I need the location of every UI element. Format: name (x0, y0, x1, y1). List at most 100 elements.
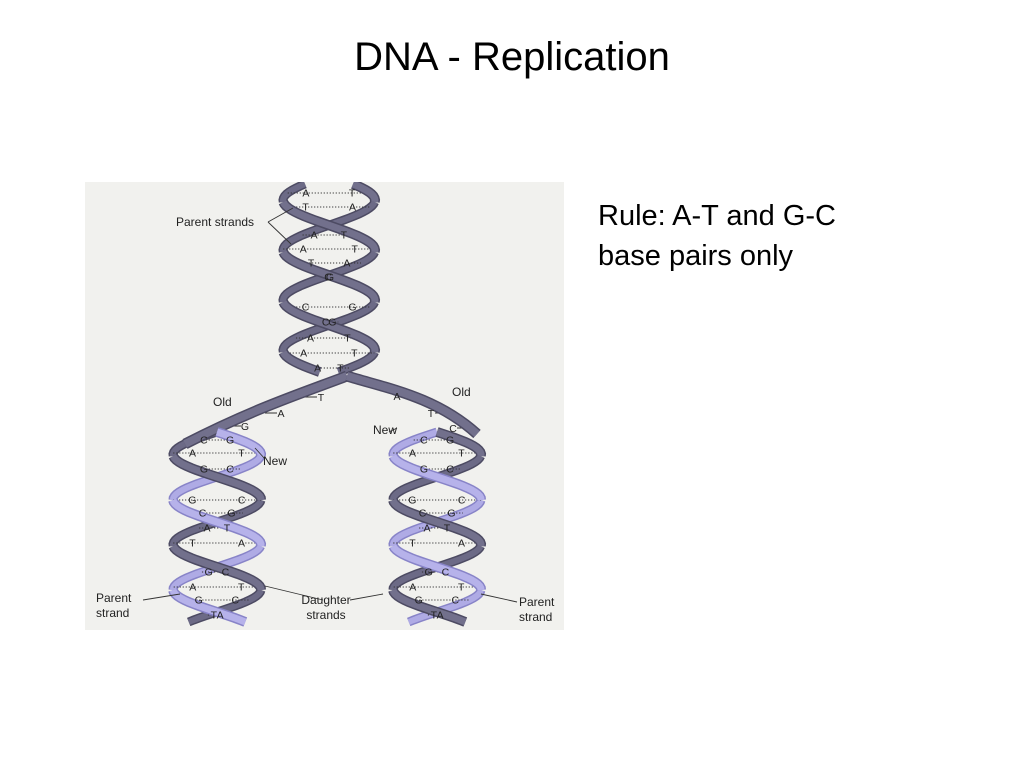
parent-strand-label-right-line-0: Parent (519, 595, 555, 609)
right-daughter-base-left-8: A (409, 582, 416, 594)
left-daughter-base-right-10: A (217, 610, 224, 622)
parent-strands-label: Parent strands (176, 215, 254, 229)
top-base-right-6: G (348, 302, 356, 314)
right-daughter-base-left-0: C (420, 435, 428, 447)
top-base-left-3: A (300, 244, 307, 256)
top-base-right-1: A (349, 202, 356, 214)
label-leader-lines (142, 207, 518, 603)
left-daughter-base-left-6: T (189, 538, 196, 550)
top-base-right-4: A (343, 258, 350, 270)
fork-right-base-2: C (449, 423, 457, 435)
left-daughter-strand-b-ribbon-4 (169, 588, 247, 626)
fork-left-base-0: T (318, 392, 325, 404)
slide-title: DNA - Replication (354, 35, 670, 79)
fork-arm-right-old-ribbon (345, 372, 480, 437)
new-strand-label-right: New (373, 423, 397, 437)
right-daughter-base-right-8: T (458, 582, 465, 594)
left-daughter-base-right-4: G (227, 508, 235, 520)
leader-line-0 (267, 207, 294, 223)
left-daughter-base-right-6: A (238, 538, 245, 550)
right-daughter-strand-b-ribbon-0 (435, 428, 485, 457)
left-daughter-base-left-1: A (189, 448, 196, 460)
left-daughter-base-left-3: G (188, 495, 196, 507)
top-base-left-4: T (308, 258, 315, 270)
left-daughter-base-left-5: A (203, 523, 210, 535)
left-daughter-base-left-7: G (204, 567, 212, 579)
parent-strand-label-right-line-1: strand (519, 610, 552, 624)
left-daughter-base-right-8: T (238, 582, 245, 594)
top-strand-a-ribbon-2 (280, 250, 379, 303)
left-daughter-base-left-2: G (200, 464, 208, 476)
top-base-left-0: A (302, 188, 309, 200)
right-daughter-strand-a-ribbon-4 (407, 589, 484, 625)
right-daughter-base-right-0: G (446, 435, 454, 447)
left-daughter-base-right-2: C (226, 464, 234, 476)
right-daughter-base-right-10: A (437, 610, 444, 622)
top-base-left-9: A (300, 348, 307, 360)
left-daughter-strand-a-ribbon-1 (170, 454, 265, 501)
left-daughter-base-left-9: G (195, 595, 203, 607)
leader-line-6 (254, 447, 266, 460)
right-daughter-base-right-2: C (446, 464, 454, 476)
top-base-right-9: T (351, 348, 358, 360)
leader-line-1 (267, 221, 292, 245)
top-base-right-3: T (351, 244, 358, 256)
right-daughter-strand-a-ribbon-3 (390, 544, 485, 591)
right-daughter-strand-b-ribbon-4 (389, 588, 467, 626)
right-daughter-base-left-2: G (420, 464, 428, 476)
right-daughter-strand-a-ribbon-0 (389, 429, 438, 457)
left-daughter-base-right-5: T (224, 523, 231, 535)
right-daughter-base-left-6: T (409, 538, 416, 550)
fork-arm-left-old-ribbon (183, 372, 349, 448)
leader-line-2 (264, 585, 324, 601)
right-daughter-base-left-3: G (408, 495, 416, 507)
base-pair-rule-text: Rule: A-T and G-C base pairs only (598, 200, 837, 272)
top-base-left-10: A (314, 363, 321, 375)
left-daughter-strand-a-ribbon-4 (187, 589, 264, 625)
top-strand-a-ribbon-0 (351, 182, 379, 203)
fork-right-base-0: A (393, 391, 400, 403)
parent-strand-label-left-line-1: strand (96, 606, 129, 620)
right-daughter-base-left-9: G (415, 595, 423, 607)
top-base-left-2: A (311, 230, 318, 242)
top-base-right-10: T (337, 363, 344, 375)
left-daughter-base-right-9: C (232, 595, 240, 607)
parent-strand-label-left-line-0: Parent (96, 591, 132, 605)
right-daughter-strand-a-ribbon-1 (390, 454, 485, 501)
daughter-strands-label-line-0: Daughter (301, 593, 350, 607)
right-daughter-base-right-4: G (447, 508, 455, 520)
daughter-strands-label-line-1: strands (306, 608, 345, 622)
left-daughter-strand-b-ribbon-0 (215, 428, 265, 457)
top-base-right-7: G (328, 317, 336, 329)
strands-front-layer (168, 182, 487, 627)
right-daughter-base-left-1: A (409, 448, 416, 460)
top-strand-b-ribbon-1 (280, 200, 379, 253)
right-daughter-base-right-9: C (452, 595, 460, 607)
top-base-left-7: C (322, 317, 330, 329)
top-base-left-8: A (307, 333, 314, 345)
left-daughter-strand-a-ribbon-3 (170, 544, 265, 591)
right-daughter-base-left-10: T (431, 610, 438, 622)
top-strand-b-ribbon-3 (280, 300, 379, 353)
fork-right-base-1: T (428, 408, 435, 420)
top-base-right-0: T (349, 188, 356, 200)
leader-line-5 (480, 593, 518, 603)
left-daughter-base-right-1: T (238, 448, 245, 460)
right-daughter-base-right-7: C (442, 567, 450, 579)
new-strand-label-left: New (263, 454, 287, 468)
left-daughter-base-left-8: A (189, 582, 196, 594)
leader-line-3 (349, 593, 384, 601)
leader-line-7 (388, 427, 398, 433)
top-base-right-8: T (344, 333, 351, 345)
left-daughter-base-left-4: C (199, 508, 207, 520)
old-strand-label-left: Old (213, 395, 232, 409)
leader-line-4 (142, 593, 181, 601)
top-base-left-5: G (326, 272, 334, 284)
top-base-right-5: C (324, 272, 332, 284)
